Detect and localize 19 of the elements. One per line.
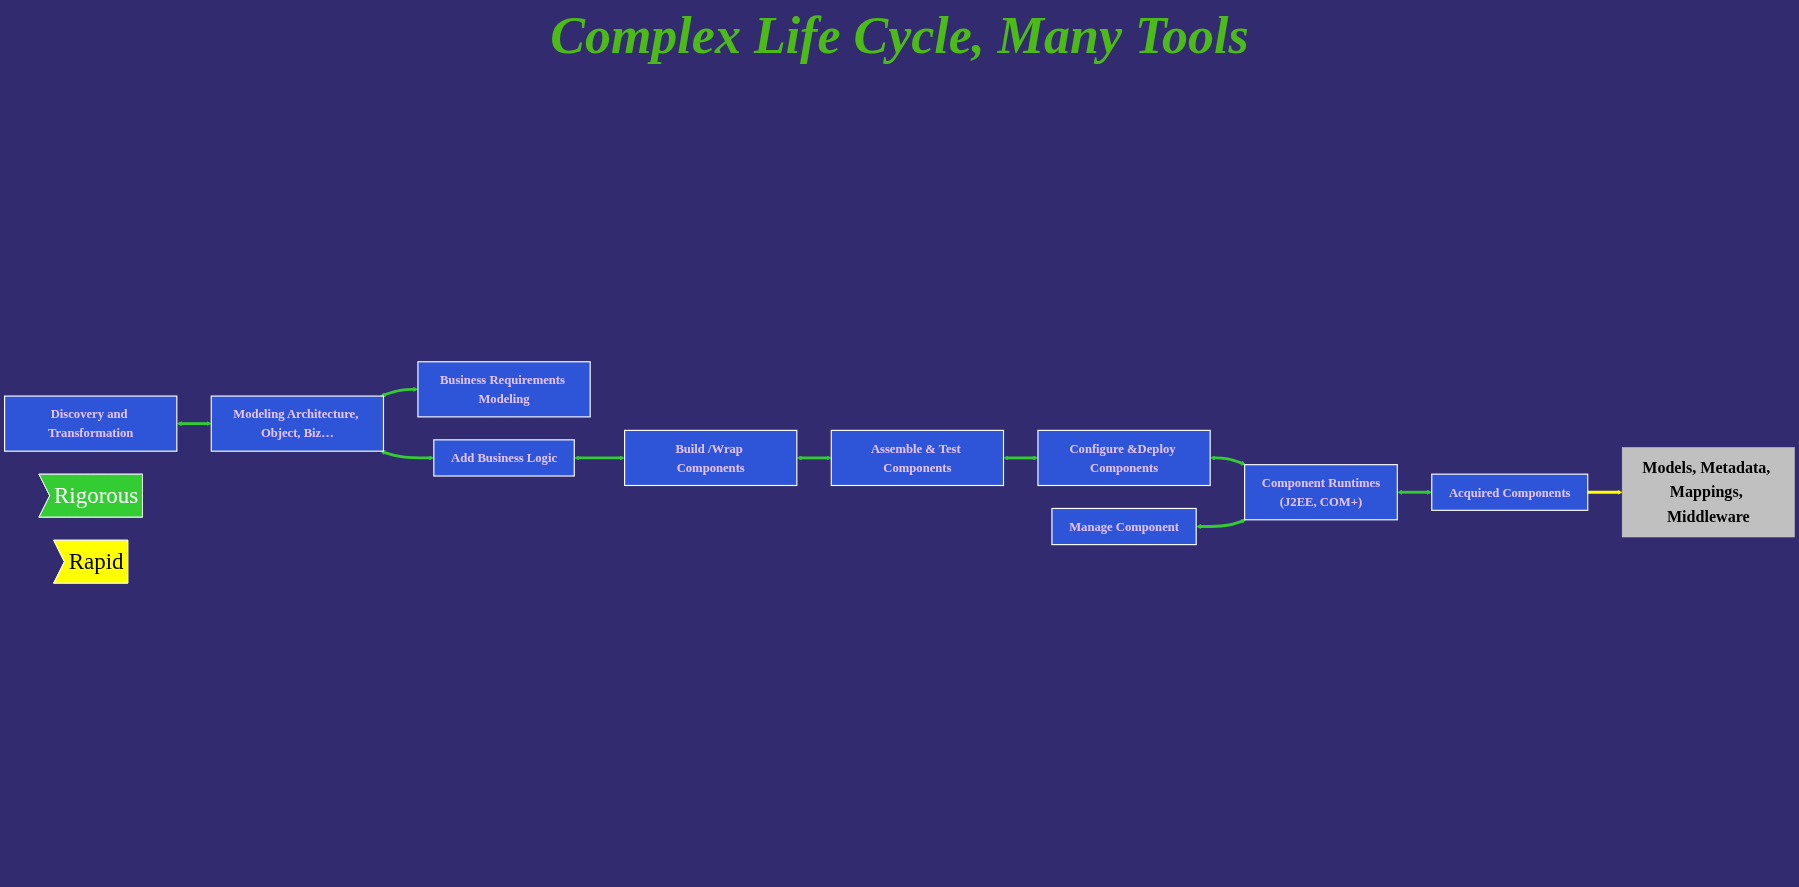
node-box: Assemble & Test Components bbox=[830, 429, 1005, 487]
node-box: Component Runtimes (J2EE, COM+) bbox=[1244, 464, 1398, 521]
node-box: Modeling Architecture, Object, Biz… bbox=[210, 395, 385, 452]
arrow bbox=[176, 421, 212, 427]
title: Complex Life Cycle, Many Tools bbox=[549, 6, 1250, 65]
arrow bbox=[796, 455, 832, 461]
arrow bbox=[1196, 519, 1247, 530]
arrow bbox=[1210, 455, 1247, 466]
node-box: Configure &Deploy Components bbox=[1037, 429, 1211, 487]
node-box: Discovery and Transformation bbox=[4, 395, 178, 452]
node-box: Add Business Logic bbox=[433, 439, 575, 477]
node-box: Manage Component bbox=[1051, 507, 1197, 546]
arrow bbox=[1587, 489, 1623, 495]
arrow bbox=[574, 455, 625, 461]
node-box: Models, Metadata, Mappings, Middleware bbox=[1621, 447, 1795, 538]
arrow bbox=[1397, 489, 1432, 495]
node-box: Business Requirements Modeling bbox=[417, 361, 591, 418]
node-box: Acquired Components bbox=[1431, 473, 1589, 511]
node-box: Build /Wrap Components bbox=[624, 429, 798, 487]
